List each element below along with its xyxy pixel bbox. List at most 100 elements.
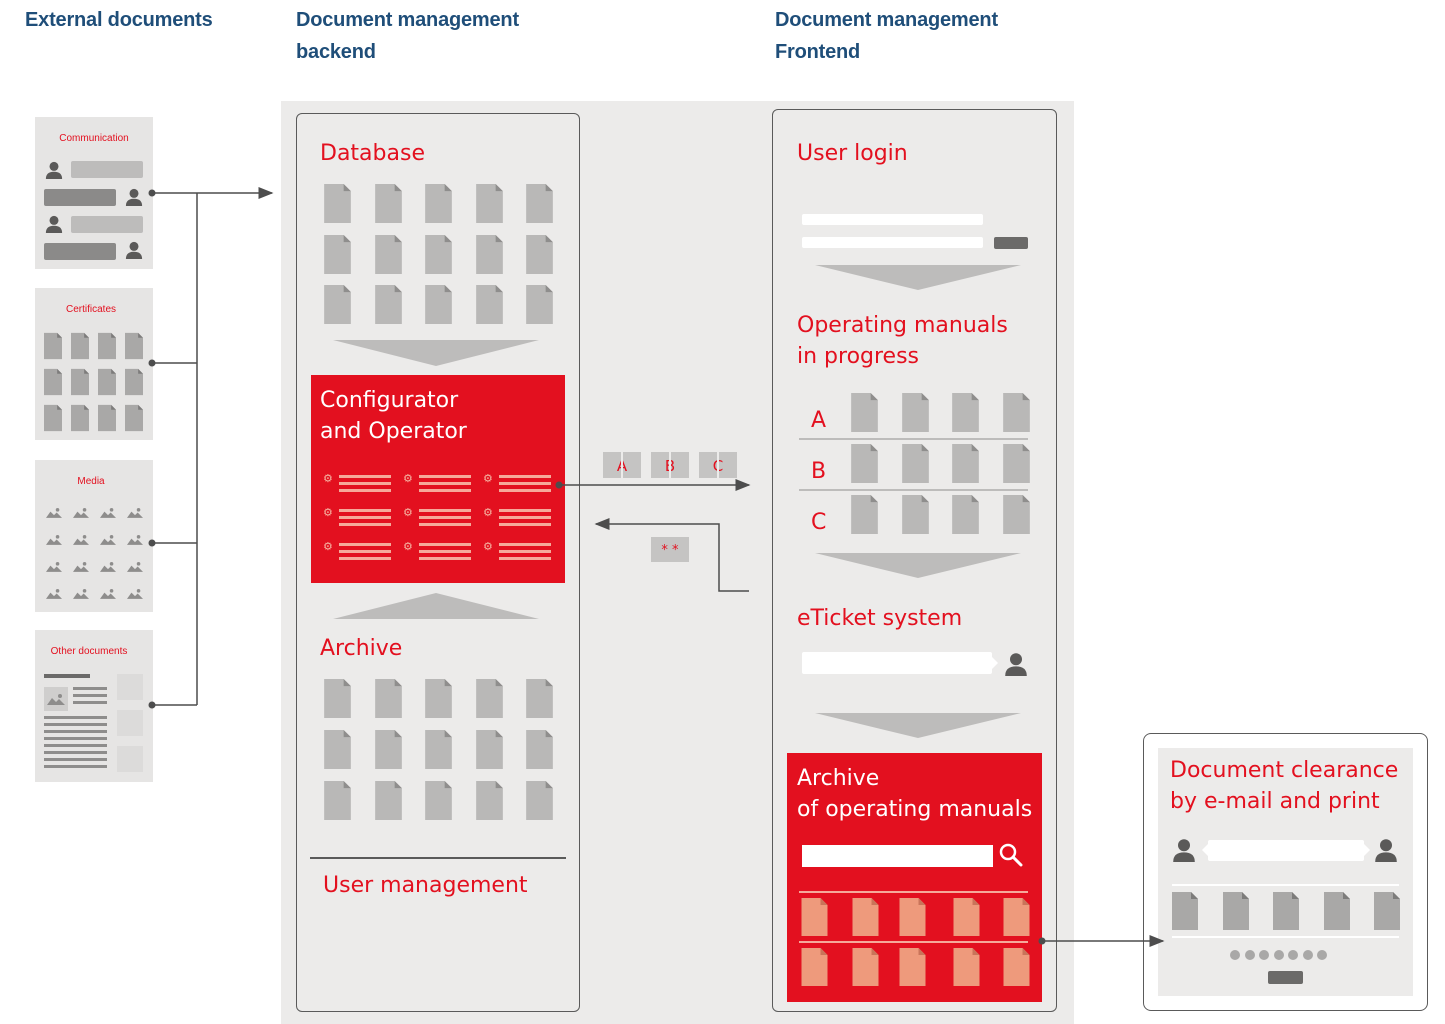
person-icon xyxy=(45,161,63,179)
image-icon xyxy=(73,589,89,599)
config-line xyxy=(339,482,391,485)
document-icon xyxy=(526,285,553,324)
image-icon xyxy=(46,562,62,572)
doc-heading-line xyxy=(44,674,90,678)
gear-icon: ⚙ xyxy=(403,473,413,485)
card-media-title: Media xyxy=(77,476,105,487)
configuration-item: ⚙ xyxy=(323,541,395,561)
divider xyxy=(310,857,566,859)
config-line xyxy=(499,482,551,485)
document-icon xyxy=(1003,898,1030,936)
document-icon xyxy=(125,332,143,360)
document-icon xyxy=(952,495,979,534)
archive-label: Archive xyxy=(320,636,403,661)
configuration-item: ⚙ xyxy=(403,541,475,561)
document-icon xyxy=(324,781,351,820)
image-icon xyxy=(127,562,143,572)
config-line xyxy=(499,475,551,478)
person-icon xyxy=(1375,839,1397,862)
arrow-down-icon xyxy=(815,713,1021,738)
document-icon xyxy=(1172,892,1198,930)
header-backend-line2: backend xyxy=(296,41,376,63)
document-icon xyxy=(1003,948,1030,986)
image-icon xyxy=(73,562,89,572)
document-icon xyxy=(374,234,402,274)
package-seam xyxy=(669,452,671,478)
document-icon xyxy=(851,444,878,483)
gear-icon: ⚙ xyxy=(403,541,413,553)
document-icon xyxy=(475,730,503,769)
document-icon xyxy=(324,234,351,274)
arrow-down-icon xyxy=(815,265,1021,290)
document-icon xyxy=(953,898,979,936)
document-icon xyxy=(952,444,979,483)
configuration-item: ⚙ xyxy=(483,541,555,561)
image-icon xyxy=(127,535,143,545)
header-frontend: Document management Frontend xyxy=(775,4,998,68)
image-icon xyxy=(46,535,62,545)
person-icon xyxy=(1005,653,1027,676)
gear-icon: ⚙ xyxy=(323,507,333,519)
image-icon xyxy=(73,535,89,545)
row-divider xyxy=(799,438,1028,440)
text-line xyxy=(44,716,107,719)
document-icon xyxy=(1002,495,1030,534)
backend-panel xyxy=(296,113,580,1012)
configuration-item: ⚙ xyxy=(483,507,555,527)
document-icon xyxy=(425,234,452,274)
document-icon xyxy=(851,393,878,432)
config-line xyxy=(419,482,471,485)
clearance-divider xyxy=(1172,884,1399,886)
document-icon xyxy=(44,404,62,432)
document-icon xyxy=(1002,393,1030,432)
return-package-label: * * xyxy=(661,543,679,558)
document-icon xyxy=(1002,444,1030,483)
progress-dot xyxy=(1288,950,1298,960)
archive-divider xyxy=(799,891,1028,893)
header-backend: Document management backend xyxy=(296,4,519,68)
manuals-in-progress-line1: Operating manuals xyxy=(797,313,1008,338)
transfer-package: A xyxy=(603,452,641,478)
document-icon xyxy=(98,404,116,432)
document-icon xyxy=(374,184,402,223)
card-other-documents: Other documents xyxy=(35,630,153,782)
person-icon xyxy=(1173,839,1195,862)
image-icon xyxy=(46,508,62,518)
configuration-item: ⚙ xyxy=(403,507,475,527)
document-icon xyxy=(526,234,553,274)
config-line xyxy=(339,516,391,519)
configurator-box: Configurator and Operator ⚙⚙⚙⚙⚙⚙⚙⚙⚙ xyxy=(311,375,565,583)
gear-icon: ⚙ xyxy=(483,541,493,553)
search-icon[interactable] xyxy=(999,843,1023,867)
configuration-item: ⚙ xyxy=(403,473,475,493)
image-icon xyxy=(127,589,143,599)
clearance-panel xyxy=(1143,733,1428,1011)
archive-search-input[interactable] xyxy=(802,845,993,867)
document-icon xyxy=(901,495,929,534)
configurator-label: Configurator and Operator xyxy=(320,385,467,447)
person-icon xyxy=(45,215,63,233)
config-line xyxy=(419,509,471,512)
gear-icon: ⚙ xyxy=(403,507,413,519)
image-icon xyxy=(46,589,62,599)
document-icon xyxy=(324,679,351,718)
progress-dot xyxy=(1317,950,1327,960)
config-line xyxy=(339,543,391,546)
username-field xyxy=(802,214,983,225)
config-line xyxy=(419,475,471,478)
config-line xyxy=(499,489,551,492)
progress-dot xyxy=(1259,950,1269,960)
message-bubble xyxy=(44,189,116,206)
package-seam xyxy=(621,452,623,478)
image-icon xyxy=(100,562,116,572)
config-line xyxy=(499,557,551,560)
document-icon xyxy=(98,332,116,360)
text-line xyxy=(44,737,107,740)
document-icon xyxy=(1323,892,1350,930)
row-divider xyxy=(799,489,1028,491)
card-communication-title: Communication xyxy=(59,133,129,144)
document-icon xyxy=(324,730,351,769)
ticket-message xyxy=(802,652,992,674)
side-block xyxy=(117,710,143,736)
image-icon xyxy=(100,589,116,599)
